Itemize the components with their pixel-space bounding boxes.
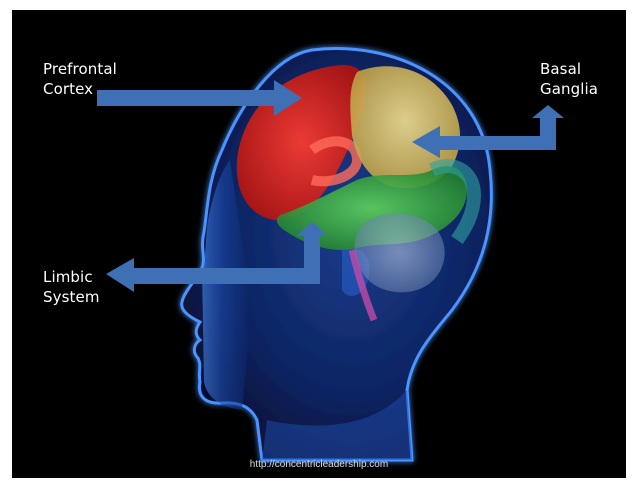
limbic-label-line1: Limbic [43, 267, 100, 287]
prefrontal-label-line2: Cortex [43, 79, 117, 99]
slide: Prefrontal Cortex Basal Ganglia Limbic S… [12, 10, 626, 478]
source-url: http://concentricleadership.com [12, 459, 626, 470]
prefrontal-label-line1: Prefrontal [43, 59, 117, 79]
prefrontal-cortex-label: Prefrontal Cortex [43, 59, 117, 99]
basal-ganglia-label: Basal Ganglia [540, 59, 598, 99]
basal-label-line2: Ganglia [540, 79, 598, 99]
limbic-system-label: Limbic System [43, 267, 100, 307]
limbic-label-line2: System [43, 287, 100, 307]
basal-label-line1: Basal [540, 59, 598, 79]
